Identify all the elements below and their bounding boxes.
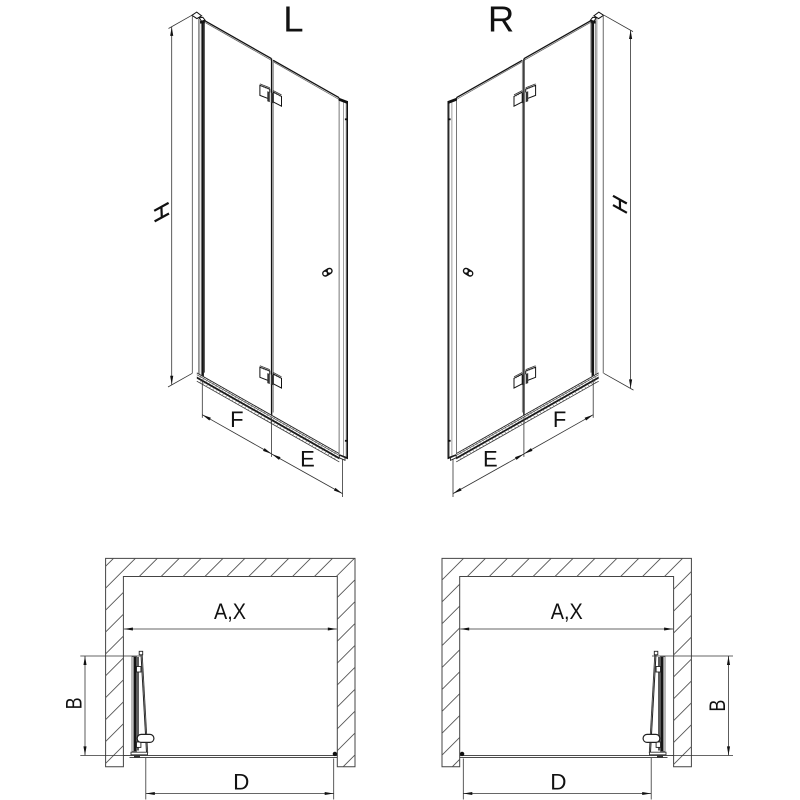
svg-text:E: E [300,446,315,471]
svg-text:E: E [483,446,498,471]
svg-text:D: D [550,769,566,794]
svg-text:B: B [61,697,86,709]
svg-text:B: B [705,700,730,712]
svg-text:D: D [233,769,249,794]
svg-text:A,X: A,X [214,599,246,624]
svg-text:A,X: A,X [551,599,583,624]
svg-text:F: F [553,407,566,432]
svg-text:F: F [230,407,243,432]
svg-text:R: R [488,0,514,40]
svg-text:L: L [283,0,303,40]
